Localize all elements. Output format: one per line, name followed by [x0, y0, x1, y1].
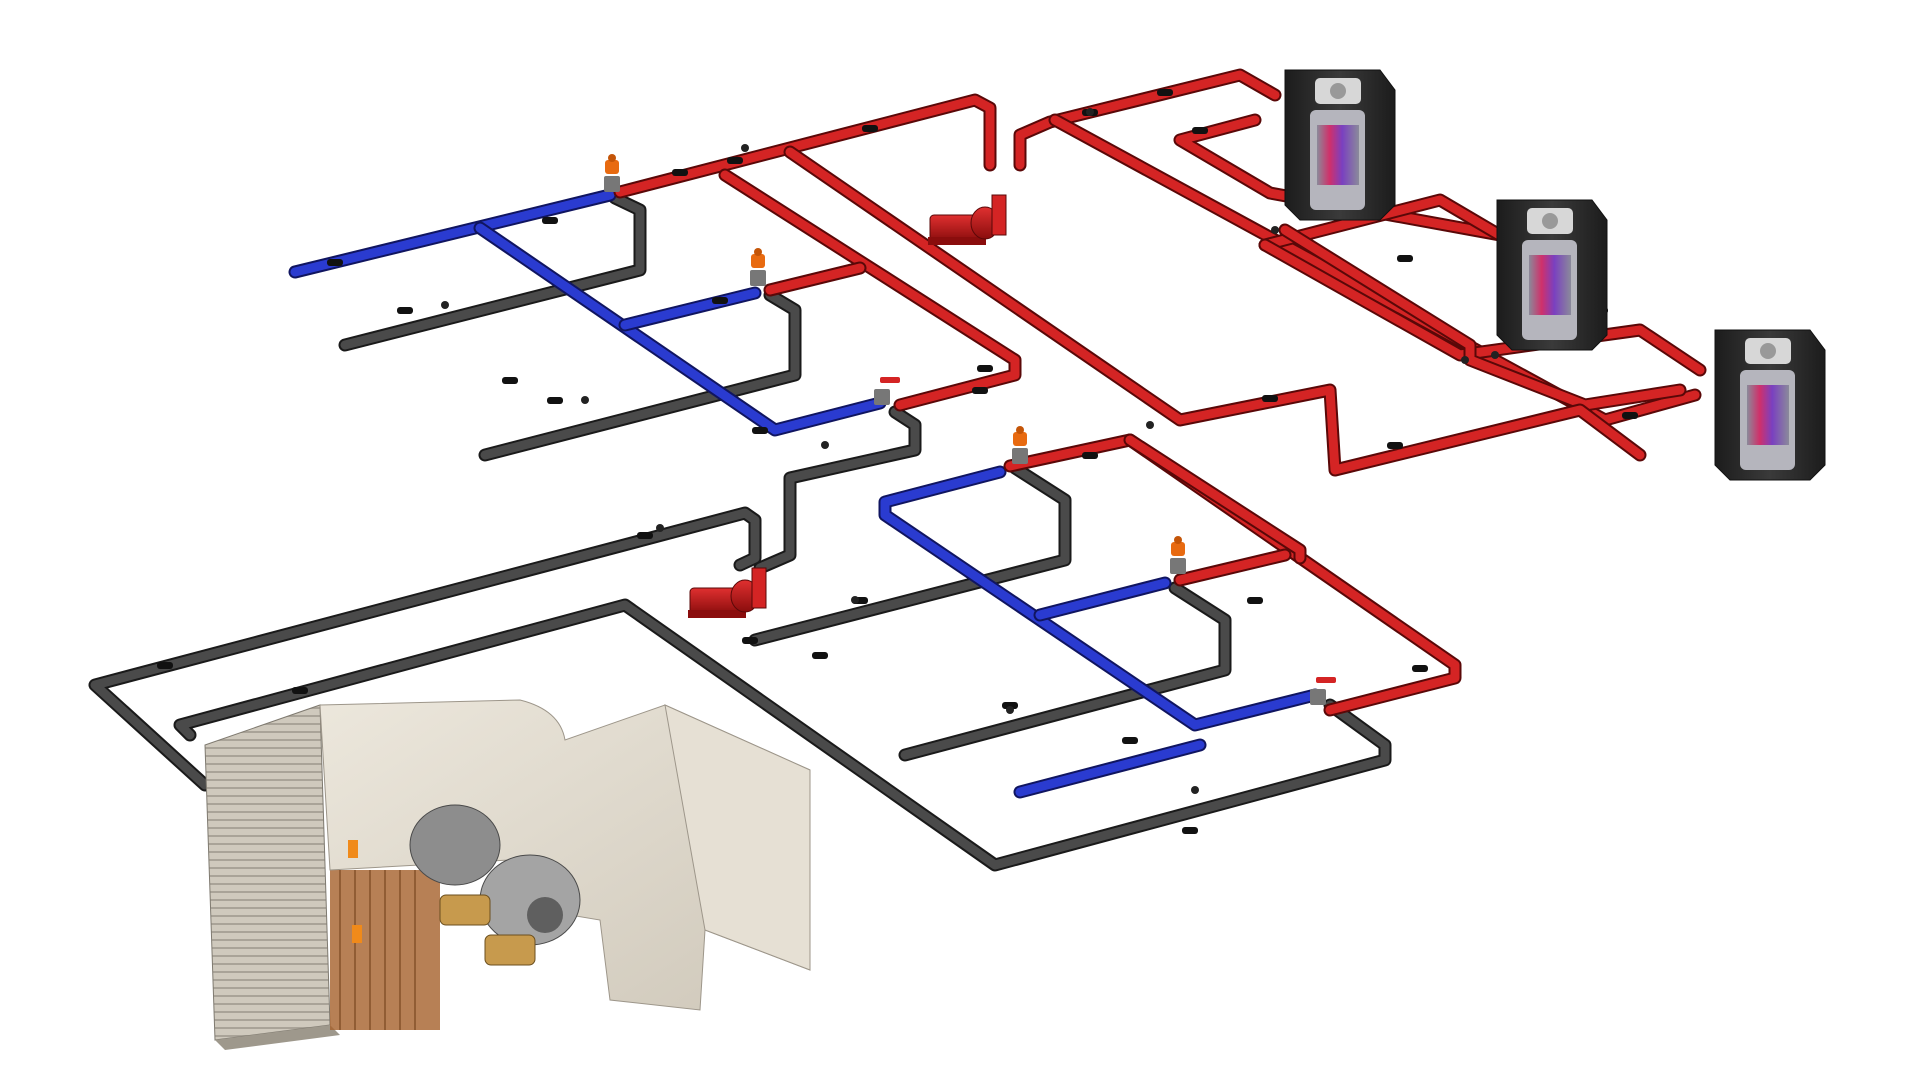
flow-direction-arrow-icon: [1082, 452, 1098, 459]
boiler[interactable]: [1496, 199, 1608, 351]
air-vent-icon: [1086, 108, 1094, 116]
flow-direction-arrow-icon: [972, 387, 988, 394]
boiler[interactable]: [1714, 329, 1826, 481]
flow-direction-arrow-icon: [812, 652, 828, 659]
air-handling-unit[interactable]: [204, 699, 811, 1050]
circulation-pump[interactable]: [688, 567, 767, 618]
flow-direction-arrow-icon: [752, 427, 768, 434]
air-vent-icon: [821, 441, 829, 449]
grey-pipe: [753, 405, 922, 575]
flow-direction-arrow-icon: [1122, 737, 1138, 744]
flow-direction-arrow-icon: [1622, 412, 1638, 419]
circulation-pump[interactable]: [928, 194, 1007, 245]
blue-pipe-group: [288, 188, 1322, 799]
red-supply-pipe: [1278, 223, 1687, 412]
flow-direction-arrow-icon: [327, 259, 343, 266]
motorized-valve[interactable]: [604, 154, 620, 192]
flow-direction-arrow-icon: [1397, 255, 1413, 262]
flow-direction-arrow-icon: [712, 297, 728, 304]
flow-direction-arrow-icon: [1247, 597, 1263, 604]
manual-ball-valve[interactable]: [1310, 677, 1336, 705]
red-pipe-group: [613, 68, 1707, 717]
air-vent-icon: [1491, 351, 1499, 359]
air-vent-icon: [851, 596, 859, 604]
flow-direction-arrow-icon: [742, 637, 758, 644]
air-vent-icon: [441, 301, 449, 309]
air-vent-icon: [741, 144, 749, 152]
flow-direction-arrow-icon: [1157, 89, 1173, 96]
flow-direction-arrow-icon: [1412, 665, 1428, 672]
flow-direction-arrow-icon: [672, 169, 688, 176]
air-vent-icon: [1146, 421, 1154, 429]
flow-direction-arrow-icon: [292, 687, 308, 694]
boiler[interactable]: [1284, 69, 1396, 221]
pipe-network: [88, 68, 1707, 872]
flow-direction-arrow-icon: [1002, 702, 1018, 709]
flow-direction-arrow-icon: [727, 157, 743, 164]
air-vent-icon: [581, 396, 589, 404]
flow-direction-arrow-icon: [502, 377, 518, 384]
manual-ball-valve[interactable]: [874, 377, 900, 405]
flow-direction-arrow-icon: [1387, 442, 1403, 449]
red-supply-pipe: [1003, 433, 1462, 717]
valve-group: [604, 154, 1336, 705]
flow-direction-arrow-icon: [862, 125, 878, 132]
flow-direction-arrow-icon: [157, 662, 173, 669]
grey-pipe-group: [88, 191, 1392, 872]
flow-direction-arrow-icon: [397, 307, 413, 314]
flow-direction-arrow-icon: [1262, 395, 1278, 402]
flow-direction-arrow-icon: [977, 365, 993, 372]
flow-direction-arrow-icon: [1192, 127, 1208, 134]
air-vent-icon: [1461, 356, 1469, 364]
motorized-valve[interactable]: [750, 248, 766, 286]
motorized-valve[interactable]: [1012, 426, 1028, 464]
air-vent-icon: [1006, 706, 1014, 714]
flow-direction-arrow-icon: [1182, 827, 1198, 834]
flow-direction-arrow-icon: [542, 217, 558, 224]
motorized-valve[interactable]: [1170, 536, 1186, 574]
flow-direction-arrow-icon: [547, 397, 563, 404]
air-vent-icon: [1191, 786, 1199, 794]
flow-direction-arrow-icon: [637, 532, 653, 539]
air-vents: [441, 108, 1499, 794]
air-vent-icon: [1271, 226, 1279, 234]
air-vent-icon: [656, 524, 664, 532]
